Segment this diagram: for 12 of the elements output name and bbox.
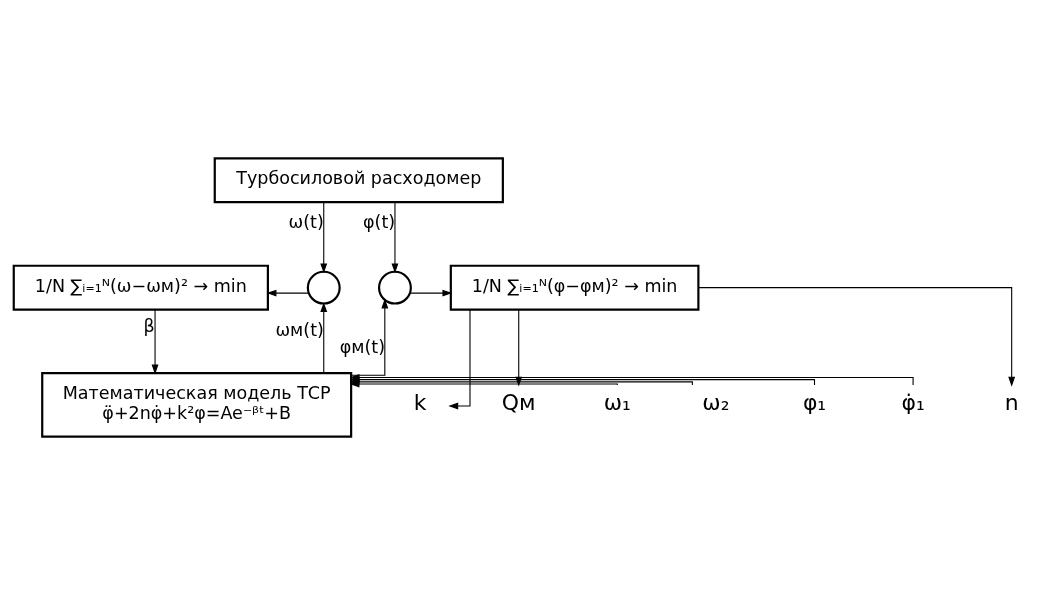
edge-label: β [143,315,155,336]
node-text: n [1004,389,1019,415]
edge-label: ωм(t) [275,319,324,340]
node-text: ω₁ [603,389,631,415]
node-text: k [413,389,427,415]
edge-label: φм(t) [339,336,386,357]
node-text: ω₂ [702,389,730,415]
node-text: φ₁ [802,389,827,415]
edge-label: φ(t) [363,211,396,232]
node-text: Qм [501,389,536,415]
edge-label: ω(t) [288,211,324,232]
node-text: φ̇₁ [901,389,925,415]
